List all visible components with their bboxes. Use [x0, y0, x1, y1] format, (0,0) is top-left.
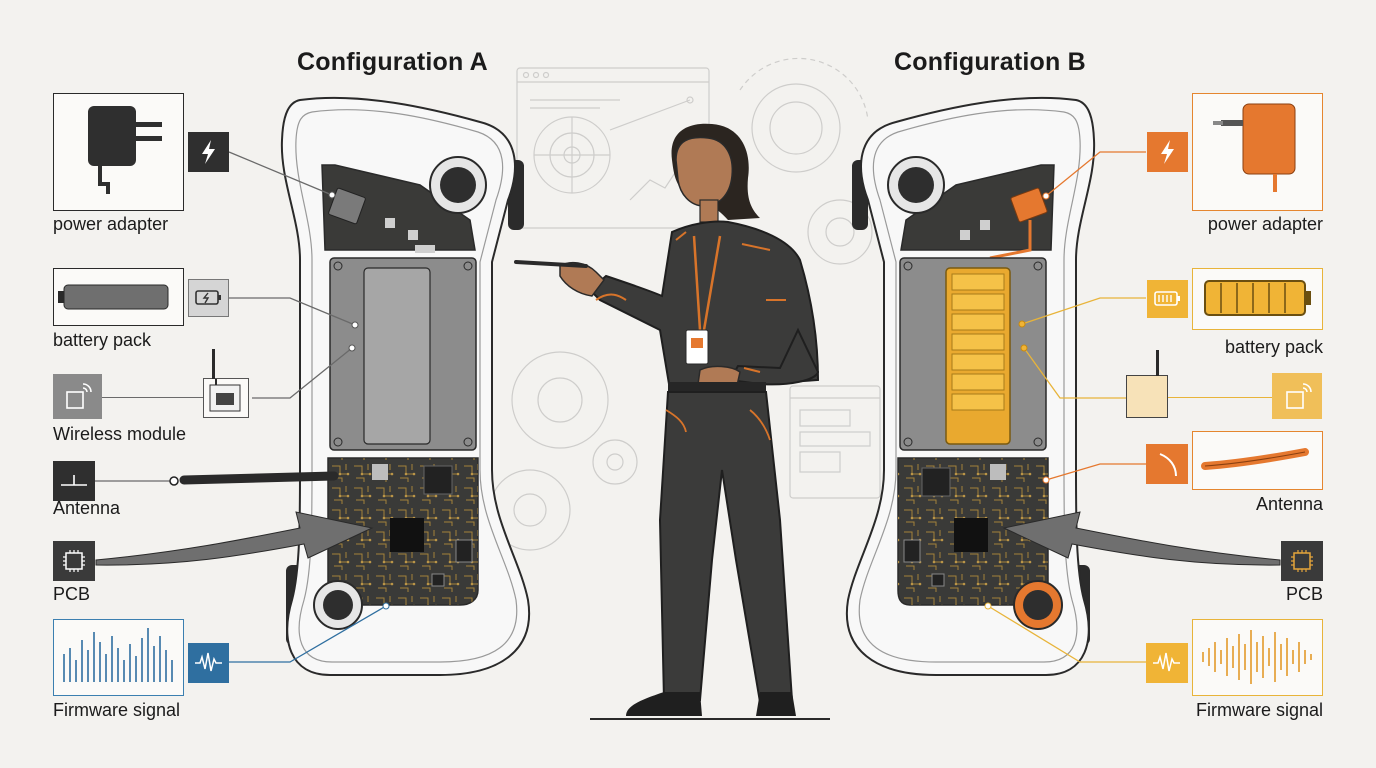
antenna-label-b: Antenna — [1255, 494, 1323, 514]
battery-icon — [188, 279, 229, 317]
chip-icon-b — [1281, 541, 1323, 581]
waveform-icon — [188, 643, 229, 683]
power-adapter-label-b: power adapter — [1207, 214, 1323, 234]
lightning-icon — [188, 132, 229, 172]
wireless-module-image-b — [1126, 375, 1168, 418]
wireless-antenna-stub-a — [212, 349, 215, 379]
config-a-title: Configuration A — [297, 48, 488, 76]
firmware-signal-image-a — [53, 619, 184, 696]
battery-pack-label-b: battery pack — [1224, 337, 1323, 357]
config-b-title: Configuration B — [894, 48, 1086, 76]
power-adapter-image-b — [1192, 93, 1323, 211]
wireless-module-label-a: Wireless module — [53, 424, 187, 444]
antenna-icon-b — [1146, 444, 1188, 484]
wireless-icon-b — [1272, 373, 1322, 419]
antenna-label-a: Antenna — [53, 498, 121, 518]
pcb-label-b: PCB — [1285, 584, 1323, 604]
waveform-icon-b — [1146, 643, 1188, 683]
wireless-connector-a — [102, 397, 203, 399]
connectors-left — [95, 151, 387, 663]
power-adapter-label-a: power adapter — [53, 214, 169, 234]
presenter-figure — [514, 123, 830, 720]
battery-pack-image-b — [1192, 268, 1323, 330]
chip-icon — [53, 541, 95, 581]
wireless-module-image-a — [203, 378, 249, 418]
connectors-right — [987, 151, 1146, 663]
firmware-signal-image-b — [1192, 619, 1323, 696]
battery-icon-b — [1147, 280, 1188, 318]
antenna-image-b — [1192, 431, 1323, 490]
wireless-icon — [53, 374, 102, 419]
device-a — [280, 96, 531, 676]
antenna-icon — [53, 461, 95, 501]
battery-pack-image-a — [53, 268, 184, 326]
background-sketches — [489, 57, 881, 551]
firmware-signal-label-b: Firmware signal — [1195, 700, 1323, 720]
power-adapter-image-a — [53, 93, 184, 211]
firmware-signal-label-a: Firmware signal — [53, 700, 181, 720]
pcb-label-a: PCB — [53, 584, 91, 604]
wireless-connector-b — [1168, 397, 1272, 399]
wireless-antenna-stub-b — [1156, 350, 1159, 376]
lightning-icon-b — [1147, 132, 1188, 172]
battery-pack-label-a: battery pack — [53, 330, 152, 350]
device-b — [845, 96, 1096, 676]
